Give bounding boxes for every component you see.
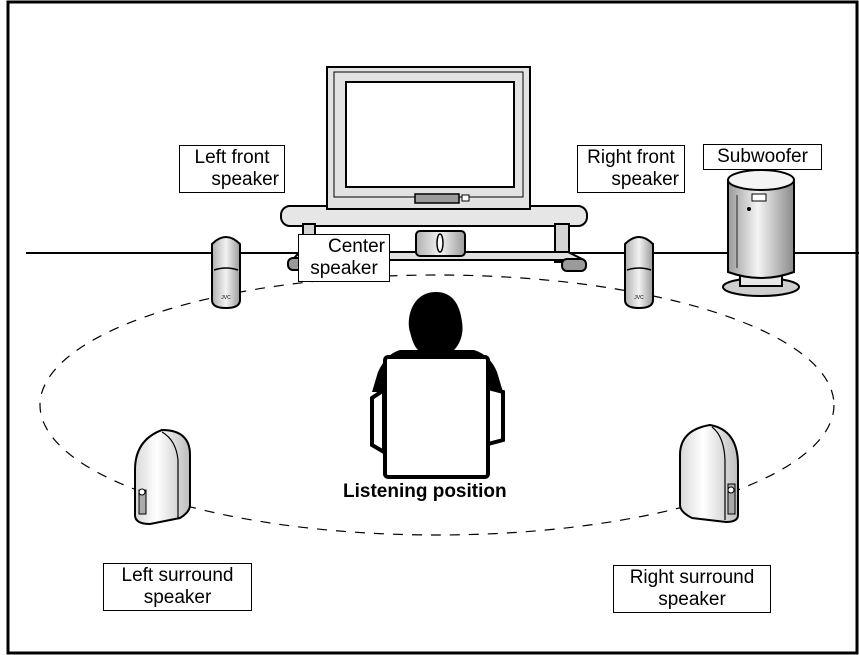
left-surround-speaker-icon xyxy=(134,428,191,526)
label-line: Left front xyxy=(194,147,270,168)
label-line: Right front xyxy=(587,147,675,168)
right-front-speaker-icon: JVC xyxy=(624,236,654,310)
center-speaker-label: Center speaker xyxy=(298,234,390,282)
speaker-logo: JVC xyxy=(634,295,644,301)
label-line: Subwoofer xyxy=(717,146,808,167)
label-line: Right surround xyxy=(629,567,755,588)
center-speaker-icon xyxy=(415,230,466,257)
chair-icon xyxy=(370,355,505,479)
listening-circle xyxy=(39,274,835,536)
label-line: Left surround xyxy=(121,565,234,586)
left-front-speaker-label: Left front speaker xyxy=(179,145,285,193)
listening-position-label: Listening position xyxy=(343,481,507,502)
left-front-speaker-icon: JVC xyxy=(211,236,241,310)
right-surround-speaker-label: Right surround speaker xyxy=(613,565,771,613)
speaker-logo: JVC xyxy=(221,295,231,301)
label-line: speaker xyxy=(211,169,279,190)
subwoofer-label: Subwoofer xyxy=(703,144,822,170)
subwoofer-icon xyxy=(722,169,800,297)
right-front-speaker-label: Right front speaker xyxy=(577,145,685,193)
label-line: speaker xyxy=(310,258,378,279)
label-line: speaker xyxy=(611,169,679,190)
right-surround-speaker-icon xyxy=(679,423,739,524)
label-line: speaker xyxy=(143,587,212,608)
label-line: Center xyxy=(327,236,385,257)
left-surround-speaker-label: Left surround speaker xyxy=(103,563,252,611)
television-icon xyxy=(326,66,531,210)
frame-border xyxy=(6,0,859,655)
label-line: speaker xyxy=(658,589,726,610)
